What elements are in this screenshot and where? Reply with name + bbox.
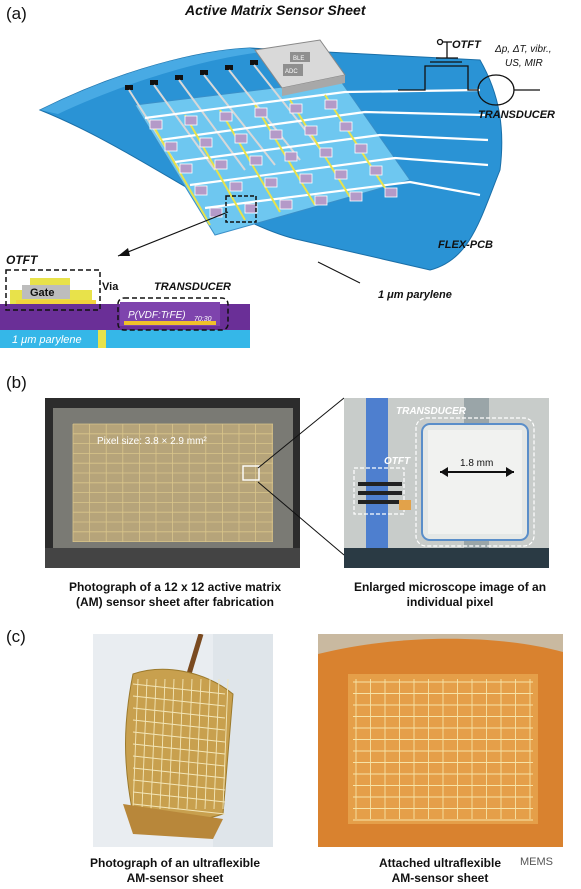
sensor-pixel <box>324 99 338 110</box>
attached-sheet-grid <box>353 679 533 821</box>
sensor-pixel <box>234 133 248 144</box>
caption-attached-photo-line1: Attached ultraflexible <box>378 856 502 870</box>
flex-pcb-label: FLEX-PCB <box>438 239 493 251</box>
sensor-pixel <box>319 147 333 158</box>
flexible-sheet-photo <box>93 634 273 847</box>
otft-transducer-schematic <box>398 38 540 106</box>
caption-flexible-photo-line2: AM-sensor sheet <box>126 871 224 885</box>
watermark: MEMS <box>520 856 553 868</box>
ble-label: BLE <box>293 56 304 62</box>
sensor-pixel <box>219 111 233 122</box>
sensor-pixel <box>269 129 283 140</box>
micro-scale-label: 1.8 mm <box>460 458 493 469</box>
micro-transducer-label: TRANSDUCER <box>396 406 467 417</box>
flex-sheet-grid <box>132 678 229 815</box>
inset-parylene-label: 1 μm parylene <box>12 334 82 346</box>
panel-a-title: Active Matrix Sensor Sheet <box>185 2 366 18</box>
pixel-microscope-image: TRANSDUCER OTFT 1.8 mm <box>344 398 549 568</box>
transducer-label: TRANSDUCER <box>478 109 555 121</box>
stimuli-line-2: US, MIR <box>505 58 543 69</box>
selected-pixel-box <box>225 195 257 223</box>
inset-otft-label: OTFT <box>6 253 39 267</box>
sensor-pixel <box>179 163 193 174</box>
sensor-pixel <box>214 159 228 170</box>
zoom-lines <box>257 397 345 556</box>
sensor-pixel <box>184 115 198 126</box>
caption-attached-photo-line2: AM-sensor sheet <box>391 871 489 885</box>
sensor-pixel <box>304 125 318 136</box>
parylene-label: 1 μm parylene <box>378 289 452 301</box>
sensor-pixel <box>334 169 348 180</box>
sensor-pixel <box>149 119 163 130</box>
caption-am-photo-line2: (AM) sensor sheet after fabrication <box>75 595 275 609</box>
otft-label: OTFT <box>452 39 482 51</box>
contact-pads <box>125 60 258 90</box>
caption-attached-photo: Attached ultraflexible AM-sensor sheet <box>325 856 555 886</box>
caption-flexible-photo-line1: Photograph of an ultraflexible <box>89 856 260 870</box>
am-sheet-photo: Pixel size: 3.8 × 2.9 mm² <box>45 398 300 568</box>
attached-sheet-photo <box>318 634 563 847</box>
sensor-pixel <box>314 195 328 206</box>
sensor-pixel <box>194 185 208 196</box>
micro-otft-label: OTFT <box>384 456 411 467</box>
active-matrix-diagram: BLE ADC FLEX-PCB 1 μm parylene <box>0 38 555 348</box>
sensor-pixel <box>384 187 398 198</box>
caption-am-photo-line1: Photograph of a 12 x 12 active matrix <box>68 580 282 594</box>
panel-a-label: (a) <box>6 4 27 23</box>
caption-am-photo: Photograph of a 12 x 12 active matrix (A… <box>30 580 320 610</box>
sensor-pixel <box>354 143 368 154</box>
adc-label: ADC <box>285 69 298 75</box>
inset-via-label: Via <box>102 281 119 293</box>
inset-material-label: P(VDF:TrFE) <box>128 310 186 321</box>
caption-microscope: Enlarged microscope image of an individu… <box>330 580 570 610</box>
caption-microscope-line1: Enlarged microscope image of an <box>353 580 547 594</box>
sensor-pixel <box>339 121 353 132</box>
sensor-pixel <box>349 191 363 202</box>
sensor-pixel <box>199 137 213 148</box>
panel-c-label: (c) <box>6 627 26 646</box>
sensor-pixel <box>164 141 178 152</box>
sensor-pixel <box>244 203 258 214</box>
sensor-pixel <box>279 199 293 210</box>
stimuli-line-1: Δp, ΔT, vibr., <box>494 44 552 55</box>
sensor-pixel <box>229 181 243 192</box>
panel-b-label: (b) <box>6 373 27 392</box>
inset-arrow <box>117 211 229 257</box>
caption-microscope-line2: individual pixel <box>406 595 494 609</box>
sensor-pixel <box>249 155 263 166</box>
inset-gate-label: Gate <box>30 287 54 299</box>
sensor-pixel <box>254 107 268 118</box>
pixel-size-label: Pixel size: 3.8 × 2.9 mm² <box>97 436 207 447</box>
inset-transducer-label: TRANSDUCER <box>154 281 231 293</box>
sensor-pixel <box>299 173 313 184</box>
inset-material-sub: 70:30 <box>194 316 212 323</box>
am-photo-grid <box>72 423 273 543</box>
sensor-pixel <box>284 151 298 162</box>
cross-section-inset <box>0 269 250 348</box>
sensor-pixel <box>289 103 303 114</box>
sensor-pixel <box>369 165 383 176</box>
caption-flexible-photo: Photograph of an ultraflexible AM-sensor… <box>55 856 295 886</box>
sensor-pixel <box>264 177 278 188</box>
